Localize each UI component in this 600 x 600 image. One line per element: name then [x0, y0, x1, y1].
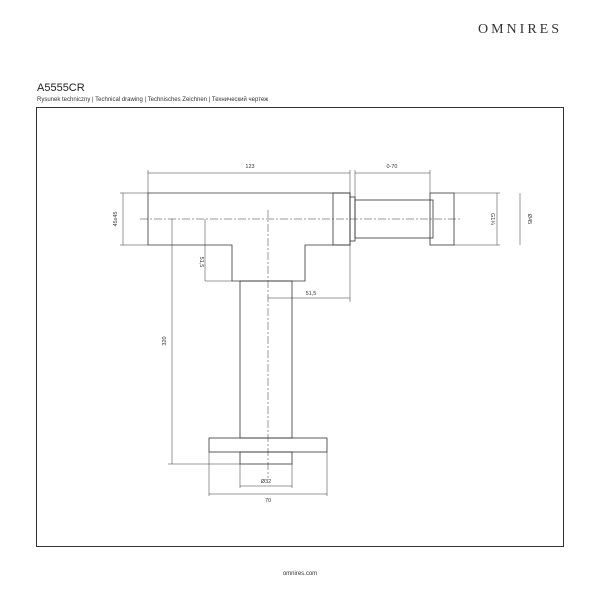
dim-base-dia: Ø32: [261, 479, 271, 485]
t-body-outline: [147, 192, 351, 282]
vertical-pipe: [239, 280, 293, 439]
dim-t-height: 51,5: [198, 257, 204, 268]
dim-top-width: 123: [245, 164, 254, 170]
drawing-frame: [36, 107, 564, 547]
dim-total-height: 320: [162, 336, 168, 345]
brand-logo: OMNIRES: [477, 22, 562, 37]
base-nut: [239, 451, 293, 465]
dim-base-width: 70: [265, 498, 271, 504]
product-code: A5555CR: [37, 82, 85, 94]
dim-offset: 51,5: [306, 291, 317, 297]
drawing-subtitle: Rysunek techniczny | Technical drawing |…: [37, 97, 269, 103]
footer-url[interactable]: omnires.com: [282, 571, 318, 577]
dim-thread: G1¼: [489, 213, 495, 225]
dim-left-height: 45x45: [113, 212, 119, 227]
dim-extension: 0-70: [386, 164, 397, 170]
dim-pipe-dia: Ø45: [526, 214, 532, 224]
